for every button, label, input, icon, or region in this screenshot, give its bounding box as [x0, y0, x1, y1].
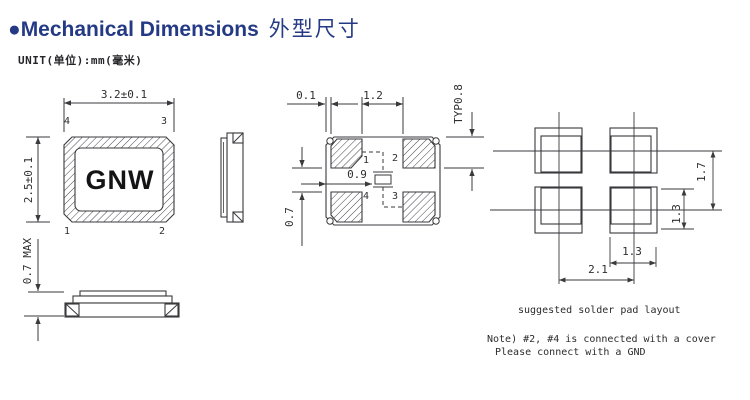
top-view-outline	[63, 136, 175, 223]
pad-layout-dimension-lines	[490, 112, 722, 284]
dim-pitch-x: 2.1	[588, 263, 608, 276]
dim-pad-typ: TYP0.8	[452, 84, 465, 124]
pad-label-3: 3	[391, 191, 399, 202]
note-line-1: Note) #2, #4 is connected with a cover	[487, 334, 716, 345]
side-view-outline	[220, 132, 244, 223]
title-english: Mechanical Dimensions	[20, 18, 259, 41]
pin-label-1: 1	[63, 226, 71, 237]
dim-body-thickness: 0.7 MAX	[21, 237, 34, 285]
dim-body-width: 3.2±0.1	[100, 88, 148, 101]
dim-pad-gap-y: 0.7	[283, 207, 296, 227]
pad-layout-outline	[534, 127, 658, 234]
title-chinese: 外型尺寸	[268, 18, 361, 41]
pin-label-3: 3	[160, 116, 168, 127]
part-marking: GNW	[85, 165, 155, 195]
top-view-dimension-lines	[24, 98, 175, 341]
dim-body-height: 2.5±0.1	[22, 156, 35, 204]
dim-edge-gap: 0.1	[296, 89, 316, 102]
dim-pitch-y: 1.7	[695, 162, 708, 182]
pad-layout-caption: suggested solder pad layout	[518, 305, 681, 316]
pad-label-2: 2	[391, 153, 399, 164]
dim-pad-w: 1.3	[622, 245, 642, 258]
dim-inner-offset: 0.9	[347, 168, 367, 181]
pin-label-2: 2	[158, 226, 166, 237]
title-bullet: ●	[8, 18, 21, 41]
unit-note: UNIT(单位):mm(毫米)	[18, 54, 143, 67]
pin-label-4: 4	[63, 116, 71, 127]
bottom-view-dimension-lines	[287, 97, 484, 246]
dim-pad-gap-x: 1.2	[363, 89, 383, 102]
page-title: ●Mechanical Dimensions 外型尺寸	[8, 13, 361, 43]
front-view-outline	[64, 290, 180, 318]
dim-pad-h: 1.3	[670, 204, 683, 224]
pad-label-1: 1	[362, 155, 370, 166]
pad-label-4: 4	[362, 191, 370, 202]
note-line-2: Please connect with a GND	[495, 347, 646, 358]
crystal-symbol	[362, 151, 403, 208]
